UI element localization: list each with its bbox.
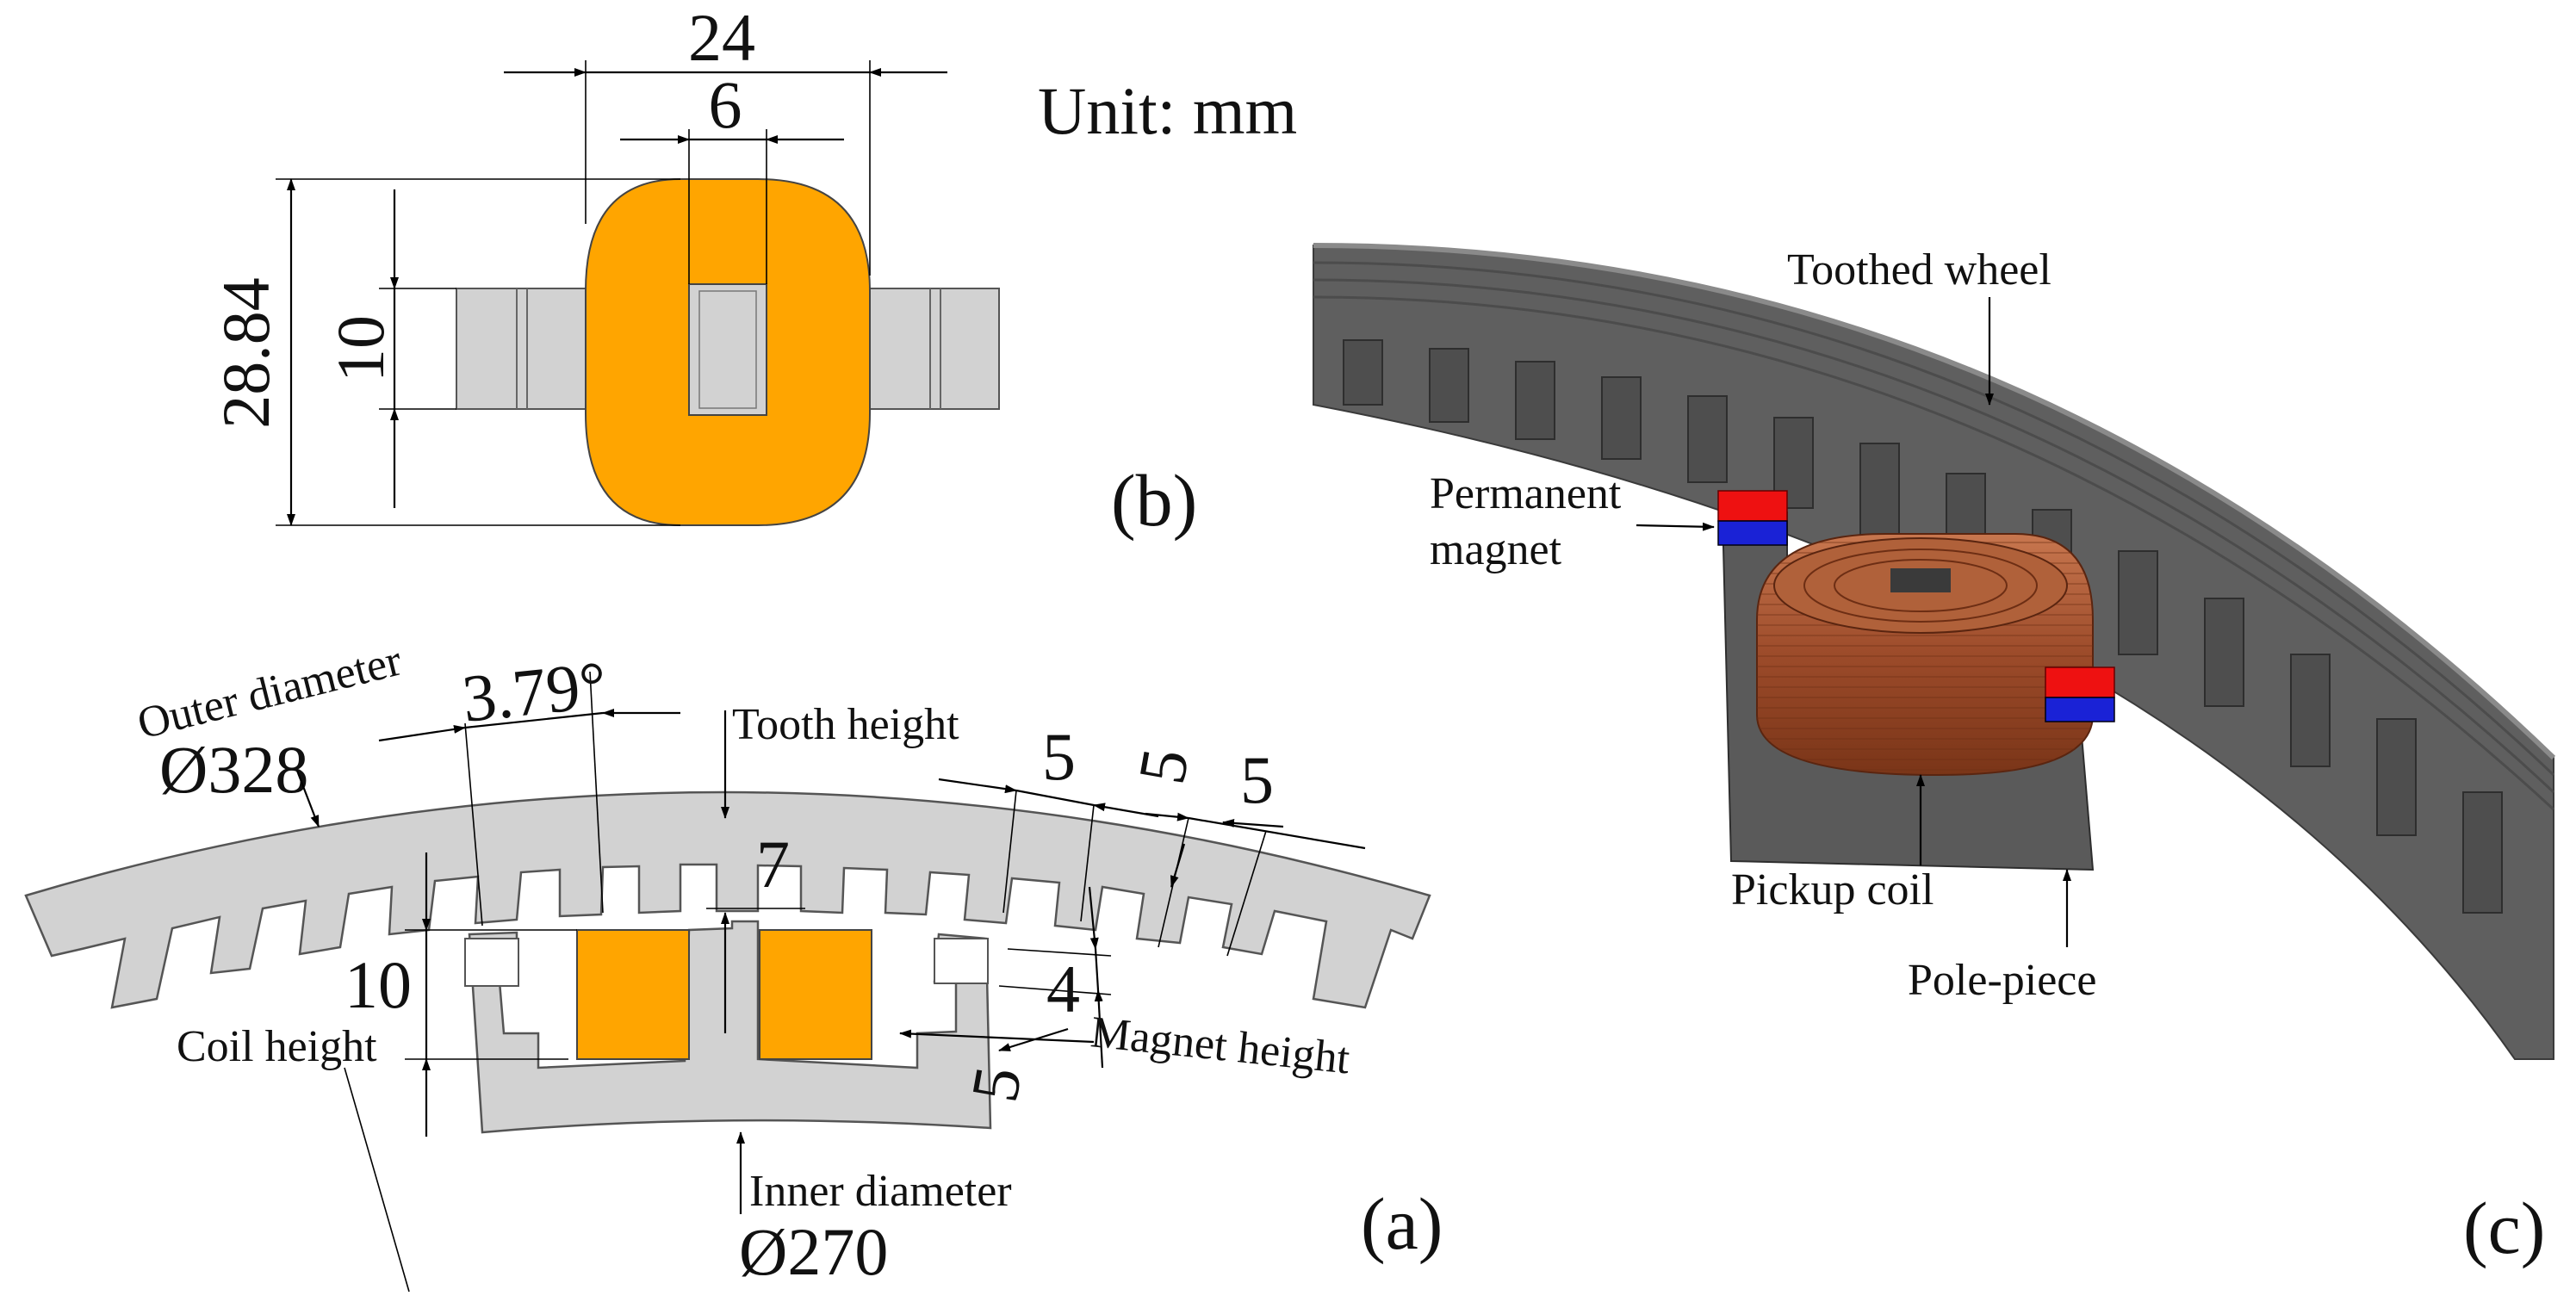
left-magnet-gap bbox=[464, 938, 519, 987]
coil-height-value: 10 bbox=[345, 947, 412, 1022]
magnet-height-value: 4 bbox=[1046, 952, 1080, 1026]
panel-a: Outer diameter Ø328 3.79° Tooth height 7 bbox=[24, 636, 1443, 1293]
outer-diameter-value: Ø328 bbox=[159, 732, 308, 807]
panel-c-tag: (c) bbox=[2463, 1187, 2545, 1269]
panel-b: 24 6 28.84 10 Unit: mm (b) bbox=[208, 0, 1297, 542]
panel-c: Toothed wheel Permanent magnet Pickup co… bbox=[1313, 243, 2556, 1269]
dimension-width-inner: 6 bbox=[620, 67, 844, 284]
coil-left-section bbox=[576, 929, 690, 1060]
panel-b-tag: (b) bbox=[1111, 459, 1197, 542]
coil-right-section bbox=[759, 929, 872, 1060]
dimension-height-outer: 28.84 bbox=[208, 178, 680, 526]
panel-a-tag: (a) bbox=[1361, 1182, 1443, 1265]
pickup-coil-label: Pickup coil bbox=[1731, 865, 1934, 914]
permanent-magnet-left bbox=[1717, 490, 1788, 546]
dimension-tooth-height: Tooth height 7 bbox=[706, 700, 959, 1033]
width-outer-value: 24 bbox=[688, 0, 755, 75]
toothed-wheel-section bbox=[24, 790, 1431, 1009]
width-inner-value: 6 bbox=[709, 67, 742, 142]
inner-diameter-value: Ø270 bbox=[739, 1214, 888, 1289]
dimension-width-outer: 24 bbox=[504, 0, 947, 276]
toothed-wheel-label: Toothed wheel bbox=[1787, 245, 2051, 294]
unit-note: Unit: mm bbox=[1038, 73, 1297, 148]
pole-piece-label: Pole-piece bbox=[1908, 956, 2096, 1005]
dim-five-2: 5 bbox=[1123, 743, 1202, 790]
wheel-teeth bbox=[1343, 339, 2503, 914]
coil-height-label: Coil height bbox=[177, 1022, 377, 1071]
permanent-magnet-right bbox=[2045, 666, 2115, 722]
dim-five-3: 5 bbox=[1240, 742, 1274, 817]
right-magnet-gap bbox=[934, 938, 989, 984]
height-outer-value: 28.84 bbox=[208, 277, 283, 429]
dimension-coil-height: 10 Coil height bbox=[177, 852, 577, 1293]
magnet-height-label: Magnet height bbox=[1089, 1007, 1353, 1083]
dimension-inner-diameter: Inner diameter Ø270 bbox=[736, 1131, 1012, 1289]
pickup-coil-3d bbox=[1756, 533, 2094, 777]
permanent-magnet-label-1: Permanent bbox=[1430, 469, 1622, 518]
dim-five-1: 5 bbox=[1042, 719, 1076, 794]
angle-value: 3.79° bbox=[459, 647, 611, 736]
dimension-angle: 3.79° bbox=[378, 647, 680, 927]
dimension-height-inner: 10 bbox=[323, 189, 456, 508]
inner-diameter-label: Inner diameter bbox=[749, 1167, 1012, 1216]
coil-window bbox=[688, 283, 767, 416]
pole-piece-section bbox=[468, 920, 992, 1134]
permanent-magnet-label-2: magnet bbox=[1430, 525, 1562, 574]
height-inner-value: 10 bbox=[323, 315, 398, 382]
tooth-height-label: Tooth height bbox=[732, 700, 959, 749]
tooth-height-value: 7 bbox=[756, 827, 790, 902]
